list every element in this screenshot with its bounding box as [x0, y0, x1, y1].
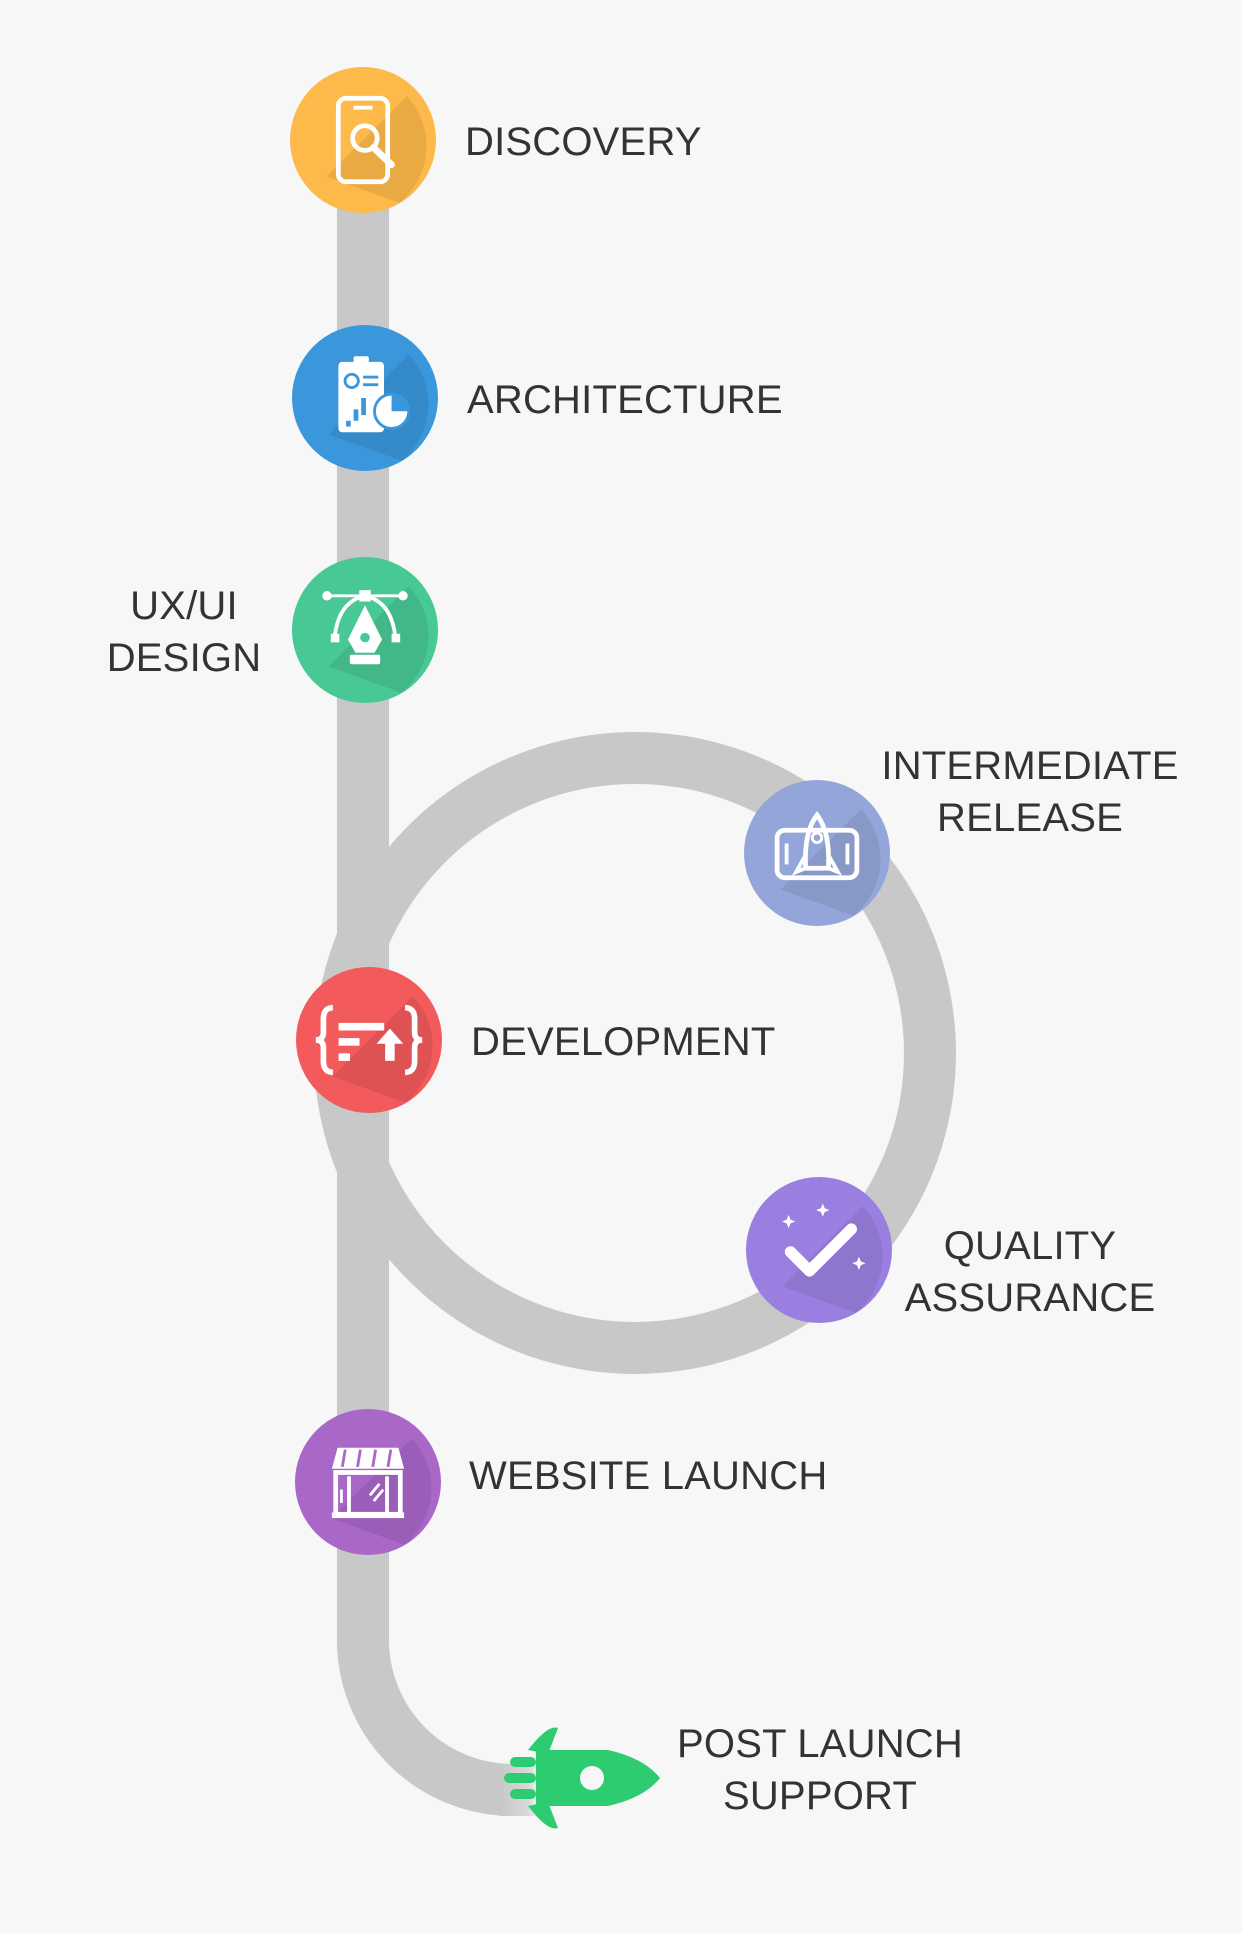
- label-quality-assurance: QUALITY ASSURANCE: [904, 1224, 1156, 1320]
- step-circle-discovery: [290, 67, 436, 213]
- rocket-icon: [504, 1727, 660, 1829]
- track-loop-circle: [314, 732, 956, 1374]
- label-architecture: ARCHITECTURE: [467, 378, 783, 422]
- step-circle-development: [296, 967, 442, 1113]
- step-circle-website-launch: [295, 1409, 441, 1555]
- pen-tool-icon: [322, 590, 408, 665]
- label-website-launch: WEBSITE LAUNCH: [469, 1454, 828, 1498]
- label-post-launch-support: POST LAUNCH SUPPORT: [677, 1722, 963, 1818]
- label-intermediate-release: INTERMEDIATE RELEASE: [881, 744, 1179, 840]
- label-development: DEVELOPMENT: [471, 1020, 776, 1064]
- clipboard-chart-icon: [338, 356, 411, 433]
- checkmark-sparkle-icon: [781, 1203, 866, 1277]
- magnifier-phone-icon: [335, 95, 395, 185]
- rocket-phone-icon: [774, 811, 860, 881]
- track-bottom-curve: [337, 1639, 514, 1816]
- step-circle-intermediate-release: [744, 780, 890, 926]
- label-uxui-design: UX/UI DESIGN: [106, 584, 262, 680]
- step-circle-architecture: [292, 325, 438, 471]
- storefront-icon: [331, 1447, 405, 1519]
- label-discovery: DISCOVERY: [465, 120, 702, 164]
- step-circle-uxui-design: [292, 557, 438, 703]
- step-circle-quality-assurance: [746, 1177, 892, 1323]
